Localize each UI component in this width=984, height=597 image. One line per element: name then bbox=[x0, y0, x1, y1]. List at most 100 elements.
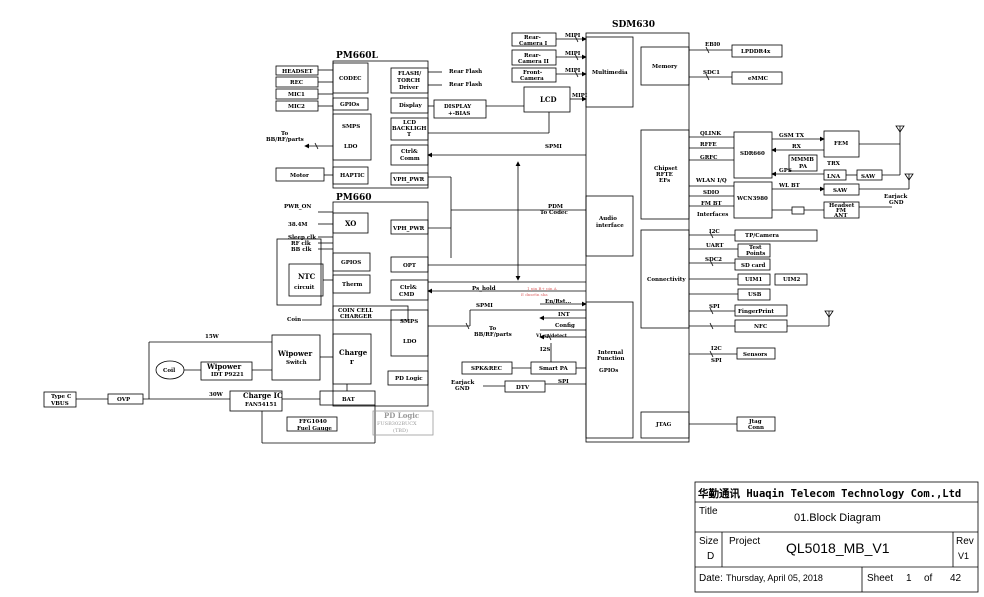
pm660-title: PM660 bbox=[336, 193, 372, 203]
diagram-label: SMPS bbox=[400, 319, 418, 325]
audio-interface-block bbox=[585, 195, 634, 257]
diagram-label: IDT P9221 bbox=[211, 372, 244, 378]
diagram-label: MIC2 bbox=[288, 104, 305, 110]
diagram-label: HEADSET bbox=[282, 69, 314, 75]
pm660l-codec bbox=[332, 62, 369, 94]
diagram-label: PDM bbox=[548, 204, 563, 210]
pm660l-gpios bbox=[332, 97, 369, 111]
diagram-label: DISPLAY bbox=[444, 104, 471, 110]
diagram-label: SAW bbox=[861, 174, 876, 180]
diagram-label: MIPI bbox=[565, 51, 581, 57]
diagram-label: SPI bbox=[709, 304, 720, 310]
diagram-label: PA bbox=[799, 164, 808, 170]
of-label: of bbox=[924, 573, 933, 584]
diagram-label: Comm bbox=[400, 156, 420, 162]
diagram-label: GPS bbox=[779, 168, 792, 174]
diagram-label: Earjack bbox=[451, 380, 475, 386]
diagram-label: CMD bbox=[399, 292, 414, 298]
sheet-value: 1 bbox=[906, 573, 912, 584]
jtag-block bbox=[640, 411, 690, 439]
diagram-label: RF clk bbox=[291, 241, 311, 247]
rev-label: Rev bbox=[956, 536, 974, 547]
diagram-label: eMMC bbox=[748, 76, 769, 82]
diagram-label: VBUS bbox=[50, 401, 69, 407]
pm660-coin-cell bbox=[332, 305, 409, 321]
internal-function-block bbox=[585, 301, 634, 439]
diagram-label: Fuel Gauge bbox=[297, 426, 332, 432]
diagram-label: COIN CELL bbox=[338, 308, 373, 314]
diagram-label: SPK&REC bbox=[471, 366, 503, 372]
diagram-label: Camera I bbox=[519, 41, 548, 47]
diagram-label: Display bbox=[399, 103, 422, 109]
diagram-label: GND bbox=[455, 386, 470, 392]
diagram-label: TP/Camera bbox=[745, 233, 779, 239]
diagram-label: BB/RF/parts bbox=[266, 137, 304, 143]
diagram-label: FEM bbox=[834, 141, 848, 147]
diagram-label: SD card bbox=[741, 263, 765, 269]
diagram-label: E dnsr8n sba bbox=[521, 292, 548, 297]
diagram-label: 1 pin B+ pin A bbox=[527, 286, 557, 291]
diagram-label: SPMI bbox=[476, 303, 493, 309]
project-label: Project bbox=[729, 536, 761, 547]
diagram-label: MIC1 bbox=[288, 92, 305, 98]
diagram-label: BB/RF/parts bbox=[474, 332, 512, 338]
diagram-label: LNA bbox=[827, 174, 841, 180]
diagram-label: FUSB302BUCX bbox=[377, 421, 417, 427]
diagram-label: Rear Flash bbox=[449, 82, 482, 88]
memory-label: Memory bbox=[652, 64, 678, 70]
pm660-xo bbox=[332, 212, 369, 234]
diagram-label: HAPTIC bbox=[340, 173, 365, 179]
diagram-label: Coin bbox=[287, 317, 301, 323]
efs-label: EFs bbox=[659, 178, 670, 184]
diagram-label: OVP bbox=[117, 397, 130, 403]
diagram-label: GRFC bbox=[700, 155, 718, 161]
diagram-label: WLAN I/Q bbox=[695, 178, 727, 184]
diagram-label: PWR_ON bbox=[284, 204, 311, 210]
diagram-label: Ps_hold bbox=[472, 286, 496, 292]
diagram-label: 15W bbox=[205, 334, 220, 340]
chipset-label: Chipset bbox=[654, 166, 678, 172]
diagram-label: BAT bbox=[342, 397, 356, 403]
diagram-label: WL BT bbox=[778, 183, 801, 189]
diagram-label: TORCH bbox=[397, 78, 420, 84]
pm660-pd-logic bbox=[387, 370, 429, 386]
rev-value: V1 bbox=[958, 551, 970, 561]
diagram-label: To bbox=[489, 326, 496, 332]
pd-logic-tbd: PD Logic FUSB302BUCX (TBD) bbox=[372, 410, 434, 436]
diagram-label: UART bbox=[706, 243, 724, 249]
diagram-label: UIM1 bbox=[745, 277, 762, 283]
diagram-label: MIPI bbox=[565, 33, 581, 39]
diagram-label: Front- bbox=[523, 70, 542, 76]
diagram-label: Test bbox=[749, 245, 762, 251]
diagram-label: QLINK bbox=[700, 131, 721, 137]
diagram-label: BACKLIGH bbox=[392, 126, 426, 132]
size-label: Size bbox=[699, 536, 719, 547]
diagram-label: Jtag bbox=[748, 419, 762, 425]
pm660-box bbox=[332, 201, 429, 407]
diagram-label: r bbox=[350, 357, 354, 366]
diagram-label: GPIOs bbox=[340, 102, 359, 108]
diagram-label: INT bbox=[558, 312, 571, 318]
diagram-label: Charge IC bbox=[243, 391, 283, 400]
pm660l-ctrl-comm bbox=[390, 144, 429, 166]
multimedia-label: Multimedia bbox=[592, 70, 628, 76]
diagram-label: GSM TX bbox=[779, 133, 805, 139]
diagram-label: Sensors bbox=[743, 352, 767, 358]
diagram-label: Interfaces bbox=[697, 212, 728, 218]
diagram-label: VPH_PWR bbox=[392, 177, 425, 183]
function-label: Function bbox=[597, 356, 624, 362]
diagram-label: Charge bbox=[339, 348, 368, 357]
diagram-label: VI_sp/detect bbox=[535, 333, 568, 339]
pm660l-display bbox=[390, 97, 429, 114]
diagram-label: I2C bbox=[709, 229, 720, 235]
diagram-label: Therm bbox=[342, 282, 362, 288]
jtag-label: JTAG bbox=[655, 422, 672, 428]
diagram-label: XO bbox=[345, 219, 356, 228]
diagram-label: Config bbox=[555, 323, 575, 329]
diagram-label: DTV bbox=[516, 385, 530, 391]
size-value: D bbox=[707, 551, 715, 562]
diagram-label: CHARGER bbox=[340, 314, 372, 320]
gpios-label: GPIOs bbox=[599, 368, 618, 374]
diagram-label: circuit bbox=[294, 285, 315, 291]
